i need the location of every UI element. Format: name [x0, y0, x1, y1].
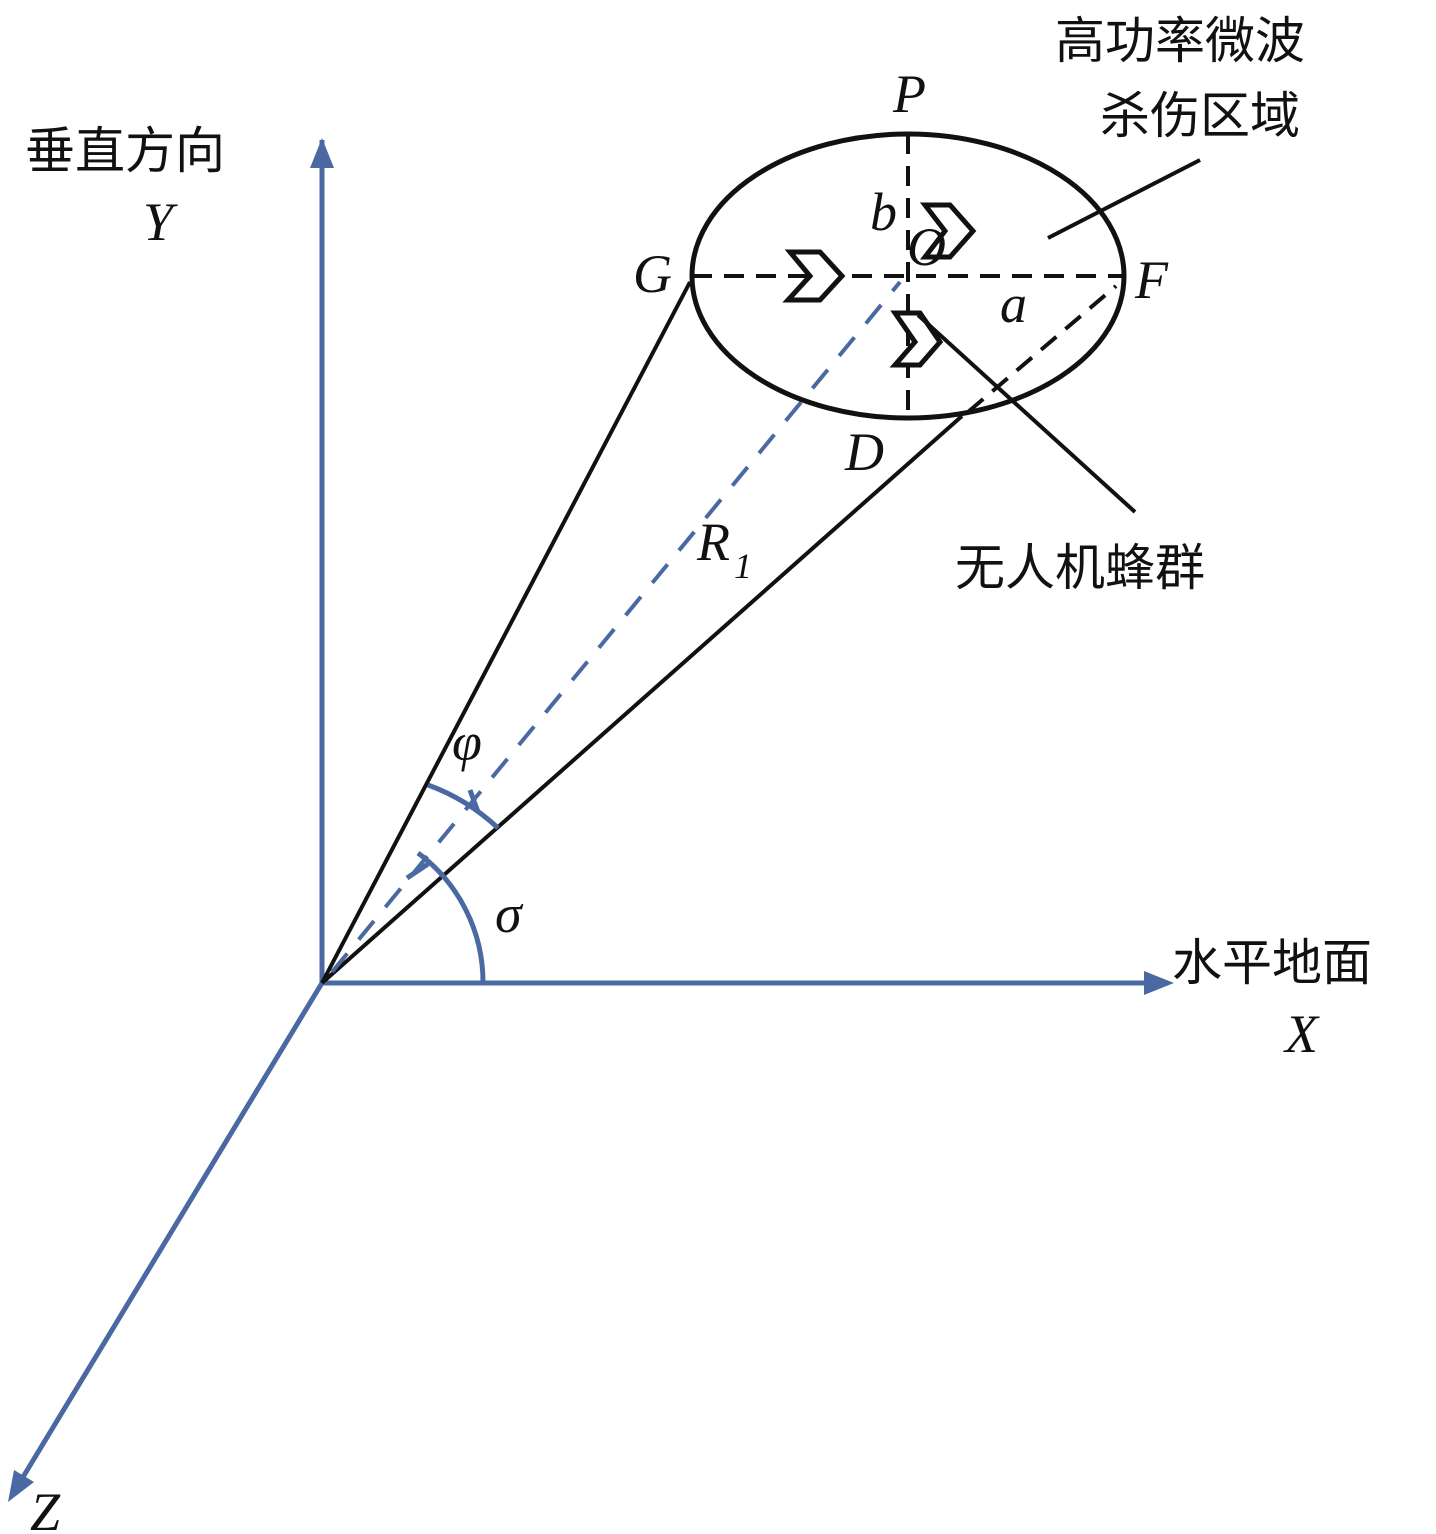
- point-o-label: O: [907, 217, 946, 277]
- point-f-label: F: [1134, 250, 1169, 310]
- swarm-leader-line: [916, 313, 1137, 514]
- drone-icon: [919, 202, 977, 260]
- cone-edge-lower: [320, 414, 964, 985]
- point-d-label: D: [844, 422, 884, 482]
- phi-arc: [427, 782, 500, 830]
- z-axis: [17, 981, 325, 1484]
- drone-icon: [782, 249, 846, 303]
- cone-edge-upper: [320, 281, 692, 984]
- angle-sigma-label: σ: [495, 884, 524, 944]
- x-axis-label: X: [1283, 1004, 1320, 1064]
- x-axis-arrow-icon: [1144, 971, 1174, 995]
- vertical-direction-label: 垂直方向: [25, 122, 225, 180]
- sigma-arc-tick: [405, 861, 430, 881]
- zone-leader-line: [1047, 158, 1201, 240]
- phi-arc-tick: [467, 789, 481, 813]
- sigma-arc: [416, 850, 486, 984]
- drone-swarm-label: 无人机蜂群: [955, 539, 1205, 597]
- drone-icon: [889, 310, 944, 368]
- horizontal-ground-label: 水平地面: [1172, 934, 1372, 992]
- angle-phi-label: φ: [452, 712, 482, 772]
- z-axis-arrow-icon: [8, 1470, 34, 1502]
- semi-axis-a-label: a: [1000, 274, 1027, 334]
- z-axis-label: Z: [30, 1482, 61, 1534]
- y-axis-label: Y: [143, 192, 178, 252]
- semi-axis-b-label: b: [870, 182, 897, 242]
- point-p-label: P: [892, 64, 926, 124]
- hidden-edge-dashed: [966, 284, 1118, 414]
- point-g-label: G: [633, 244, 672, 304]
- hpm-zone-label-line2: 杀伤区域: [1100, 87, 1300, 145]
- y-axis-arrow-icon: [310, 138, 334, 168]
- hpm-zone-label-line1: 高功率微波: [1055, 12, 1305, 70]
